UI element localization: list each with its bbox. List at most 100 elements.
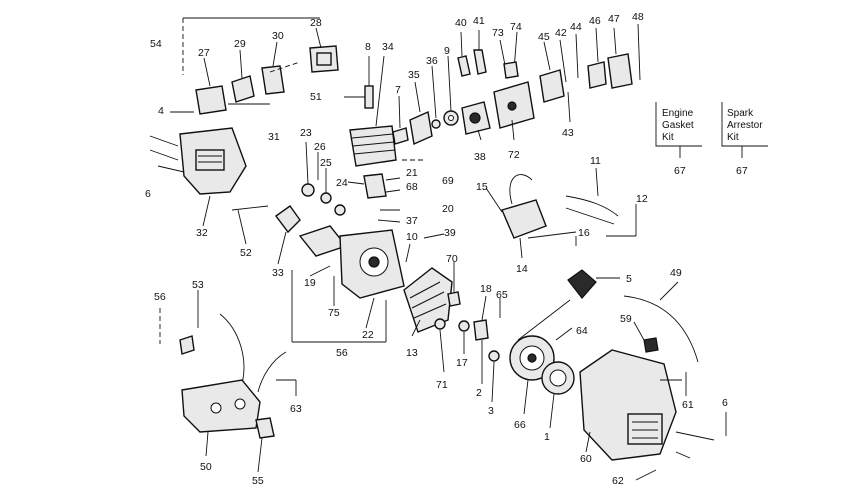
part-number: 4: [158, 105, 164, 117]
part-number: 12: [636, 193, 648, 205]
part-number: 62: [612, 475, 624, 487]
part-number: 34: [382, 41, 394, 53]
part-number: 24: [336, 177, 348, 189]
starter-housing-group: [579, 281, 727, 481]
part-number: 56: [336, 347, 348, 359]
part-number: 6: [145, 188, 151, 200]
part-number: 40: [455, 17, 467, 29]
part-number: 63: [290, 403, 302, 415]
part-number: 25: [320, 157, 332, 169]
part-number: 50: [200, 461, 212, 473]
part-number: 73: [492, 27, 504, 39]
spark-arrestor-kit-box: Spark Arrestor Kit: [721, 102, 768, 158]
part-number: 15: [476, 181, 488, 193]
handle-group: [159, 290, 297, 473]
part-number: 52: [240, 247, 252, 259]
part-number: 48: [632, 11, 644, 23]
part-number: 14: [516, 263, 528, 275]
spark-plug: [364, 85, 374, 109]
part-number: 46: [589, 15, 601, 27]
part-number: 32: [196, 227, 208, 239]
part-number: 36: [426, 55, 438, 67]
part-number: 67: [736, 165, 748, 177]
filter-gasket: [539, 69, 565, 103]
part-number: 59: [620, 313, 632, 325]
part-number: 35: [408, 69, 420, 81]
part-number: 65: [496, 289, 508, 301]
air-filter-foam: [195, 85, 227, 115]
part-number: 43: [562, 127, 574, 139]
kit-label-line: Kit: [727, 132, 739, 143]
part-number: 75: [328, 307, 340, 319]
part-number: 64: [576, 325, 588, 337]
ignition-coil: [501, 199, 547, 239]
filter-element: [587, 61, 607, 89]
filter-cover: [607, 53, 633, 89]
part-number: 44: [570, 21, 582, 33]
part-number: 13: [406, 347, 418, 359]
engine-housing-group: [149, 111, 269, 245]
part-number: 21: [406, 167, 418, 179]
crankcase-gasket: [275, 205, 301, 234]
part-number: 67: [674, 165, 686, 177]
part-number: 39: [444, 227, 456, 239]
crankshaft: [298, 225, 348, 257]
filter-retainer: [231, 75, 255, 103]
part-number: 6: [722, 397, 728, 409]
part-number: 18: [480, 283, 492, 295]
part-number: 70: [446, 253, 458, 265]
ignition-group: [402, 159, 637, 259]
kit-label-line: Arrestor: [727, 120, 763, 131]
part-number: 55: [252, 475, 264, 487]
part-number: 3: [488, 405, 494, 417]
choke-lever: [457, 55, 471, 77]
part-number: 71: [436, 379, 448, 391]
part-number: 45: [538, 31, 550, 43]
part-number: 1: [544, 431, 550, 443]
starter-pawl: [567, 269, 597, 299]
part-number: 5: [626, 273, 632, 285]
insulator: [409, 110, 433, 146]
kit-label-line: Spark: [727, 108, 754, 119]
part-number: 33: [272, 267, 284, 279]
part-number: 29: [234, 38, 246, 50]
kit-label-line: Gasket: [662, 120, 694, 131]
part-number: 22: [362, 329, 374, 341]
part-number: 54: [150, 38, 162, 50]
part-number: 69: [442, 175, 454, 187]
flywheel-group: [403, 262, 461, 373]
part-number-labels: 54 27 29 30 28 8 34 51 4 31 7 35 36 9 40…: [145, 11, 748, 487]
part-number: 42: [555, 27, 567, 39]
part-number: 26: [314, 141, 326, 153]
part-number: 30: [272, 30, 284, 42]
part-number: 19: [304, 277, 316, 289]
part-number: 49: [670, 267, 682, 279]
part-number: 11: [590, 155, 601, 167]
gasket: [392, 127, 409, 145]
part-number: 38: [474, 151, 486, 163]
kit-label-line: Engine: [662, 108, 694, 119]
part-number: 61: [682, 399, 694, 411]
part-number: 27: [198, 47, 210, 59]
part-number: 20: [442, 203, 454, 215]
part-number: 9: [444, 45, 450, 57]
part-number: 53: [192, 279, 204, 291]
grommet: [255, 417, 275, 439]
part-number: 74: [510, 21, 522, 33]
part-number: 16: [578, 227, 590, 239]
part-number: 72: [508, 149, 520, 161]
part-number: 47: [608, 13, 620, 25]
part-number: 28: [310, 17, 322, 29]
part-number: 37: [406, 215, 418, 227]
piston: [363, 173, 387, 199]
kit-label-line: Kit: [662, 132, 674, 143]
starter-group: [458, 269, 620, 429]
part-number: 60: [580, 453, 592, 465]
part-number: 68: [406, 181, 418, 193]
filter-plate: [261, 65, 285, 95]
part-number: 31: [268, 131, 280, 143]
engine-gasket-kit-box: Engine Gasket Kit: [655, 102, 702, 158]
part-number: 10: [406, 231, 418, 243]
part-number: 17: [456, 357, 468, 369]
